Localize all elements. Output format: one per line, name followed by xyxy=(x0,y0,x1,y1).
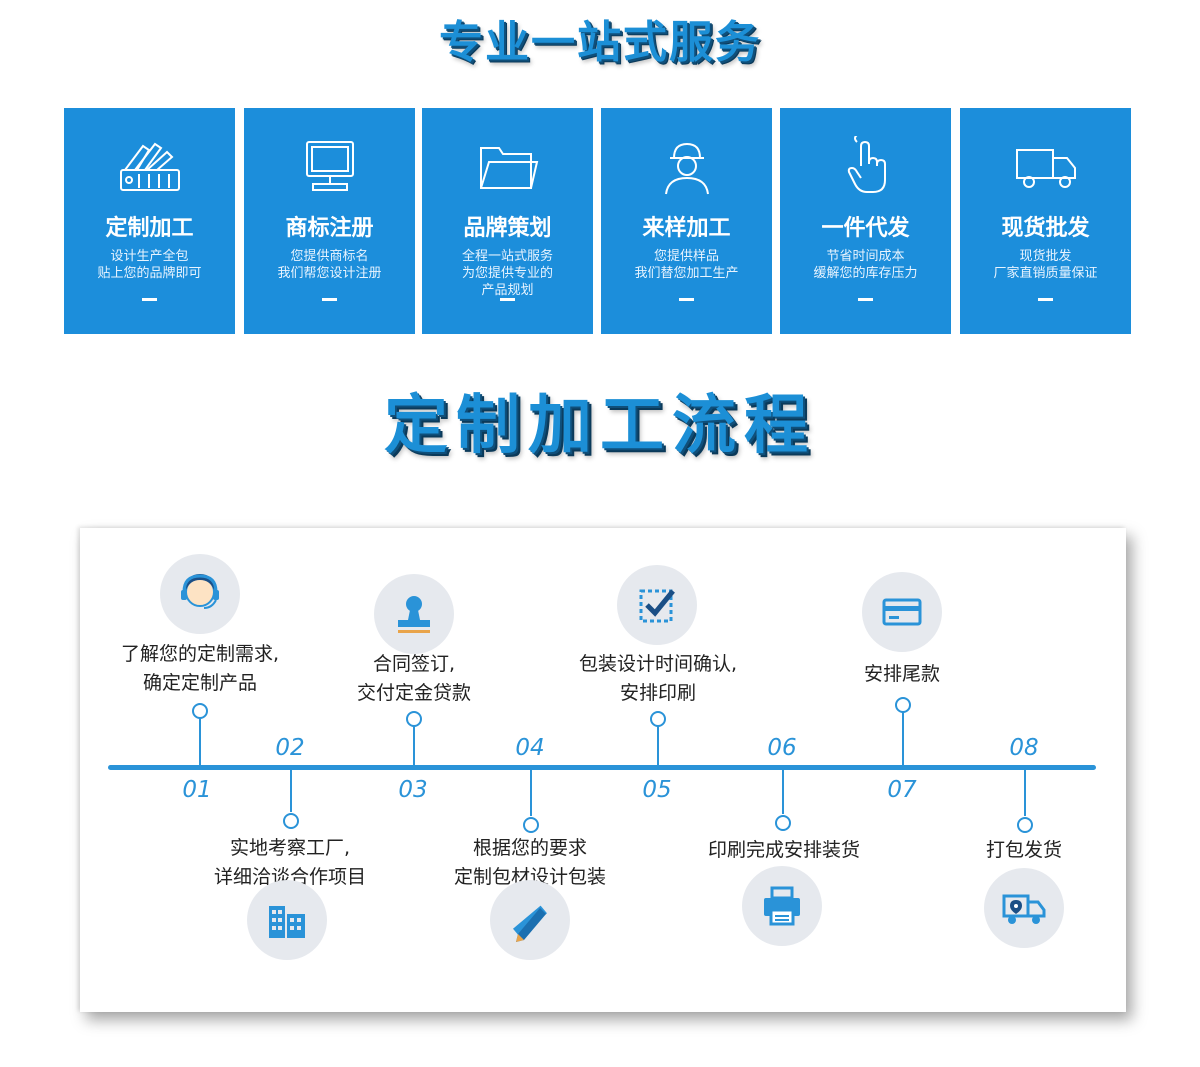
credit-card-icon xyxy=(862,572,942,652)
service-card-dash xyxy=(679,298,694,301)
service-card-desc: 您提供商标名 我们帮您设计注册 xyxy=(277,249,382,281)
service-card-title: 定制加工 xyxy=(105,216,194,241)
step-text: 打包发货 xyxy=(985,839,1062,861)
timeline-connector xyxy=(290,770,292,812)
service-card-dash xyxy=(858,298,873,301)
service-card-trademark[interactable]: 商标注册 您提供商标名 我们帮您设计注册 xyxy=(244,108,415,334)
service-card-desc: 现货批发 厂家直销质量保证 xyxy=(993,249,1098,281)
service-card-dropship[interactable]: 一件代发 节省时间成本 缓解您的库存压力 xyxy=(780,108,951,334)
step-number: 02 xyxy=(275,735,305,761)
service-card-desc: 全程一站式服务 为您提供专业的 产品规划 xyxy=(461,249,553,298)
step-text: 包装设计时间确认, 安排印刷 xyxy=(578,653,738,704)
monitor-icon xyxy=(244,136,415,202)
service-card-dash xyxy=(322,298,337,301)
step-text: 了解您的定制需求, 确定定制产品 xyxy=(120,643,280,694)
service-card-dash xyxy=(142,298,157,301)
timeline-node xyxy=(283,813,299,829)
service-card-title: 商标注册 xyxy=(285,216,374,241)
process-title: 定制加工流程 xyxy=(384,389,816,463)
service-card-desc: 您提供样品 我们替您加工生产 xyxy=(634,249,739,281)
timeline-axis xyxy=(108,765,1096,770)
delivery-truck-icon xyxy=(984,868,1064,948)
worker-icon xyxy=(601,136,772,202)
step-number: 07 xyxy=(887,777,917,803)
service-card-wholesale[interactable]: 现货批发 现货批发 厂家直销质量保证 xyxy=(960,108,1131,334)
step-number: 08 xyxy=(1009,735,1039,761)
truck-icon xyxy=(960,136,1131,202)
service-card-title: 来样加工 xyxy=(642,216,731,241)
service-card-dash xyxy=(500,298,515,301)
timeline-node xyxy=(523,817,539,833)
color-swatch-icon xyxy=(64,136,235,202)
step-text: 合同签订, 交付定金贷款 xyxy=(356,653,471,704)
stamp-icon xyxy=(374,574,454,654)
customer-service-icon xyxy=(160,554,240,634)
step-number: 06 xyxy=(767,735,797,761)
step-text: 印刷完成安排装货 xyxy=(707,839,860,861)
timeline-connector xyxy=(199,717,201,767)
timeline-node xyxy=(1017,817,1033,833)
step-text: 根据您的要求 定制包材设计包装 xyxy=(453,837,606,888)
service-card-desc: 节省时间成本 缓解您的库存压力 xyxy=(813,249,918,281)
printer-icon xyxy=(742,866,822,946)
timeline-connector xyxy=(902,711,904,767)
service-cards: 定制加工 设计生产全包 贴上您的品牌即可 商标注册 您提供商标名 我们帮您设计注… xyxy=(64,108,1134,334)
step-text: 实地考察工厂, 详细洽谈合作项目 xyxy=(213,837,366,888)
service-card-custom[interactable]: 定制加工 设计生产全包 贴上您的品牌即可 xyxy=(64,108,235,334)
pencil-ruler-icon xyxy=(490,880,570,960)
checkbox-icon xyxy=(617,565,697,645)
service-card-desc: 设计生产全包 贴上您的品牌即可 xyxy=(97,249,202,281)
step-number: 03 xyxy=(398,777,428,803)
timeline-connector xyxy=(413,725,415,767)
service-card-sample[interactable]: 来样加工 您提供样品 我们替您加工生产 xyxy=(601,108,772,334)
timeline-node xyxy=(775,815,791,831)
step-number: 01 xyxy=(182,777,212,803)
service-card-title: 现货批发 xyxy=(1001,216,1090,241)
folder-icon xyxy=(422,136,593,202)
service-card-dash xyxy=(1038,298,1053,301)
timeline-connector xyxy=(657,725,659,767)
step-text: 安排尾款 xyxy=(863,663,940,685)
timeline-connector xyxy=(782,770,784,814)
building-icon xyxy=(247,880,327,960)
hand-pointer-icon xyxy=(780,136,951,202)
service-title: 专业一站式服务 xyxy=(439,17,761,68)
service-card-title: 品牌策划 xyxy=(463,216,552,241)
timeline-connector xyxy=(530,770,532,816)
step-number: 04 xyxy=(515,735,545,761)
service-card-brand[interactable]: 品牌策划 全程一站式服务 为您提供专业的 产品规划 xyxy=(422,108,593,334)
step-number: 05 xyxy=(642,777,672,803)
timeline-connector xyxy=(1024,770,1026,816)
service-card-title: 一件代发 xyxy=(821,216,910,241)
